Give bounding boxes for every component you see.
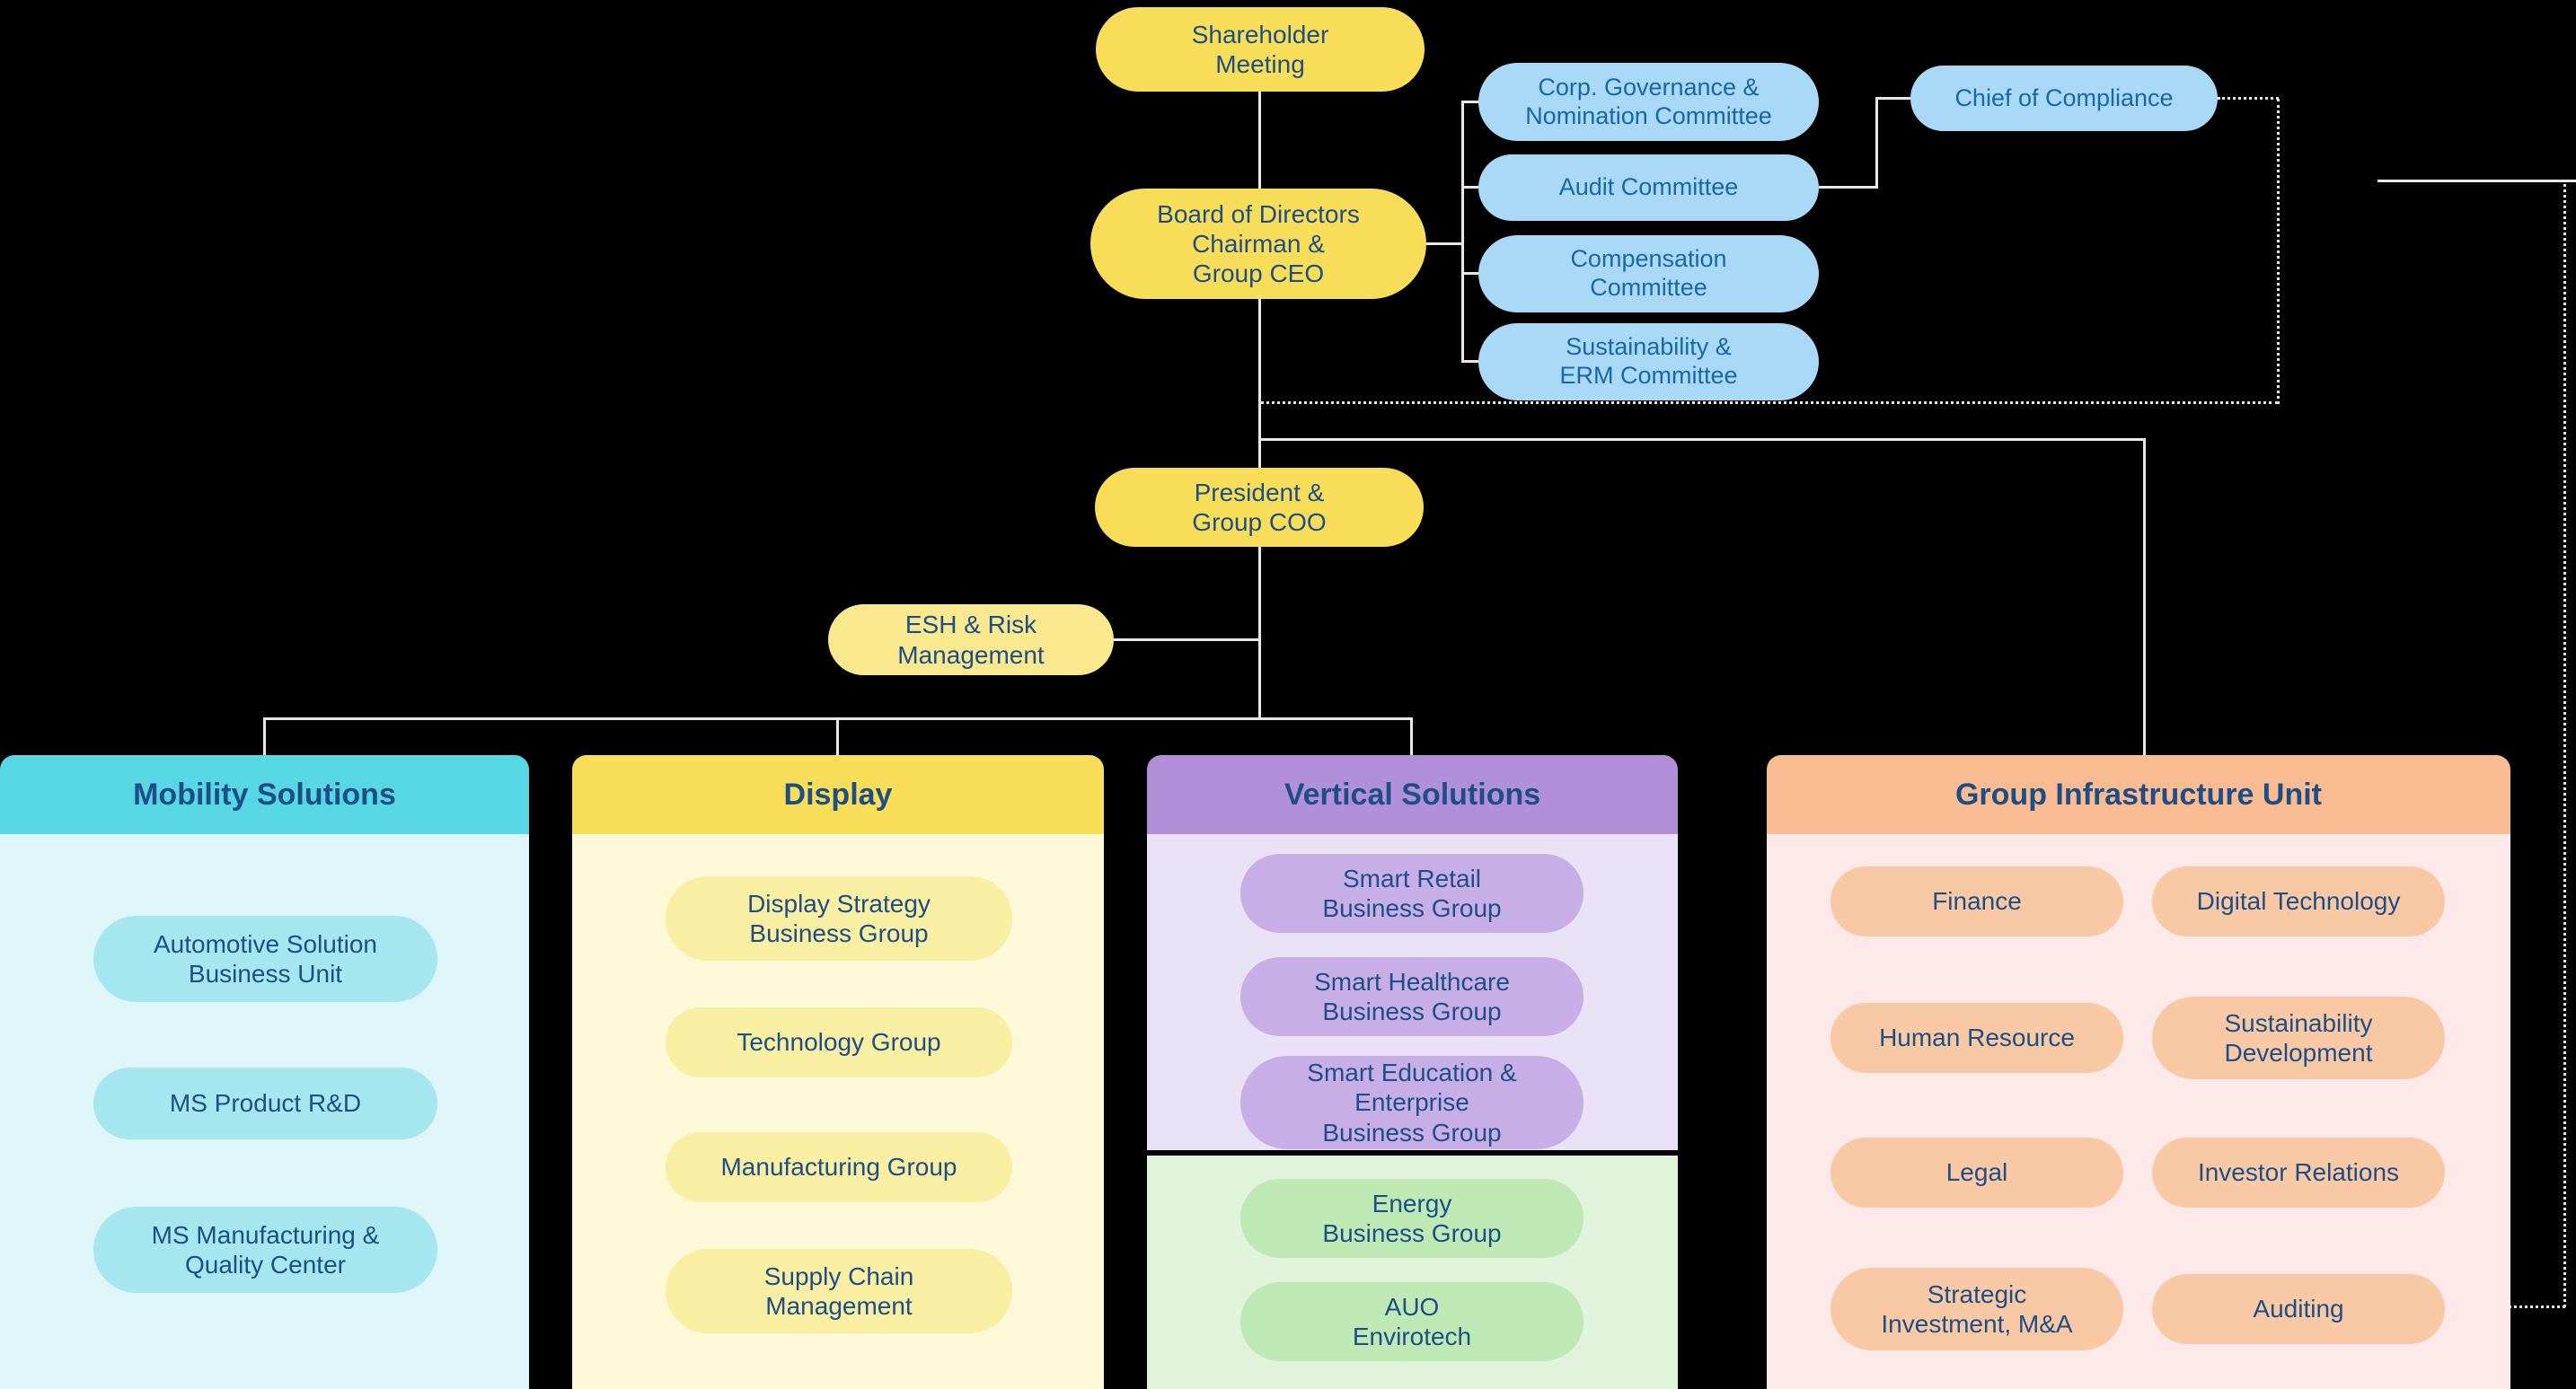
connector-top-right [2378, 180, 2576, 182]
node-shareholder-meeting: Shareholder Meeting [1096, 7, 1425, 92]
dotted-chief-to-board-line [1260, 401, 2279, 404]
column-header-display: Display [572, 755, 1104, 834]
column-header-vertical-solutions: Vertical Solutions [1147, 755, 1678, 834]
connector-stub-display [836, 717, 839, 757]
connector-board-bracket [1426, 242, 1463, 245]
committee-corp-governance: Corp. Governance & Nomination Committee [1478, 63, 1819, 141]
connector-chief-horizontal [1875, 97, 1912, 100]
connector-audit-chief-vertical [1875, 99, 1878, 189]
connector-board-president [1258, 299, 1261, 468]
connector-stub-committee-3 [1461, 272, 1480, 275]
unit-manufacturing-group: Manufacturing Group [666, 1132, 1012, 1202]
committee-compensation: Compensation Committee [1478, 235, 1819, 312]
connector-branch-infrastructure-v [2143, 438, 2146, 757]
connector-stub-committee-4 [1461, 360, 1480, 363]
node-president-group-coo: President & Group COO [1095, 468, 1424, 547]
unit-ms-manufacturing-quality: MS Manufacturing & Quality Center [93, 1207, 437, 1293]
unit-ms-product-rd: MS Product R&D [93, 1068, 437, 1139]
unit-auo-envirotech: AUO Envirotech [1240, 1282, 1584, 1361]
connector-committee-bracket [1461, 101, 1464, 363]
unit-legal: Legal [1831, 1138, 2123, 1208]
dotted-chief-down [2277, 99, 2280, 404]
unit-automotive-solution: Automotive Solution Business Unit [93, 916, 437, 1002]
connector-stub-vertical-solutions [1410, 717, 1413, 757]
unit-finance: Finance [1831, 866, 2123, 936]
unit-supply-chain-management: Supply Chain Management [666, 1249, 1012, 1333]
unit-smart-retail: Smart Retail Business Group [1240, 854, 1584, 933]
unit-technology-group: Technology Group [666, 1007, 1012, 1077]
dotted-chief-to-right [2218, 97, 2279, 100]
connector-shareholder-board [1258, 92, 1261, 189]
unit-smart-education-enterprise: Smart Education & Enterprise Business Gr… [1240, 1056, 1584, 1149]
connector-stub-committee-2 [1461, 186, 1480, 189]
connector-stub-mobility [263, 717, 266, 757]
unit-display-strategy: Display Strategy Business Group [666, 876, 1012, 961]
unit-sustainability-development: Sustainability Development [2152, 997, 2445, 1079]
unit-investor-relations: Investor Relations [2152, 1138, 2445, 1208]
connector-stub-committee-1 [1461, 101, 1480, 103]
committee-sustainability-erm: Sustainability & ERM Committee [1478, 323, 1819, 400]
connector-president-branch [1258, 547, 1261, 720]
dotted-right-edge [2563, 180, 2566, 1307]
connector-esh [1114, 638, 1260, 641]
committee-audit: Audit Committee [1478, 154, 1819, 221]
unit-energy-business-group: Energy Business Group [1240, 1179, 1584, 1258]
node-board-of-directors: Board of Directors Chairman & Group CEO [1090, 189, 1426, 299]
unit-digital-technology: Digital Technology [2152, 866, 2445, 936]
unit-human-resource: Human Resource [1831, 1003, 2123, 1073]
column-header-group-infrastructure: Group Infrastructure Unit [1767, 755, 2510, 834]
unit-smart-healthcare: Smart Healthcare Business Group [1240, 957, 1584, 1036]
node-esh-risk-management: ESH & Risk Management [828, 604, 1114, 675]
connector-audit-elbow [1819, 186, 1878, 189]
connector-branch-infrastructure-h [1258, 438, 2146, 441]
unit-strategic-investment-ma: Strategic Investment, M&A [1831, 1268, 2123, 1350]
node-chief-of-compliance: Chief of Compliance [1910, 66, 2218, 131]
column-header-mobility-solutions: Mobility Solutions [0, 755, 529, 834]
unit-auditing: Auditing [2152, 1274, 2445, 1344]
